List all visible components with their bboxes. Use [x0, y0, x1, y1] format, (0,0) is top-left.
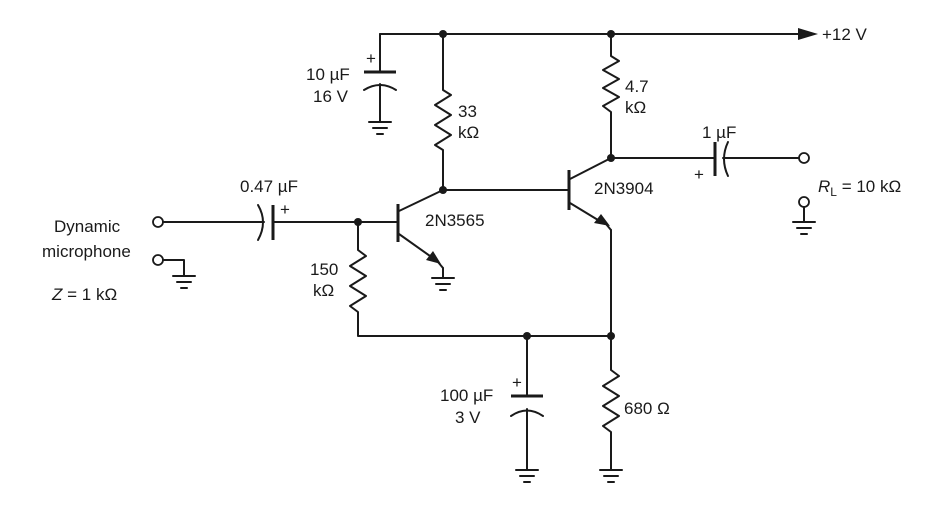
- c-input-value: 0.47 µF: [240, 177, 298, 196]
- c-output-polarity: +: [694, 165, 704, 184]
- load-resistance-label: RL = 10 kΩ: [818, 177, 901, 199]
- output-terminal-ground: [798, 196, 810, 208]
- capacitor-c-bypass: [510, 335, 544, 471]
- supply-rail: [379, 28, 818, 40]
- ground-symbol: [599, 469, 623, 483]
- c-supply-value: 10 µF: [306, 65, 350, 84]
- r-q1-collector-unit: kΩ: [458, 123, 479, 142]
- capacitor-c-supply: [363, 33, 397, 123]
- r-q1-collector-value: 33: [458, 102, 477, 121]
- c-supply-rating: 16 V: [313, 87, 349, 106]
- c-bypass-value: 100 µF: [440, 386, 493, 405]
- ground-symbol: [368, 121, 392, 135]
- c-bypass-polarity: +: [512, 373, 522, 392]
- input-impedance-label: Z = 1 kΩ: [51, 285, 117, 304]
- ground-symbol: [172, 275, 196, 289]
- q2-part-label: 2N3904: [594, 179, 654, 198]
- resistor-r-q2-collector: [602, 33, 620, 162]
- c-input-polarity: +: [280, 200, 290, 219]
- r-emitter-value: 680 Ω: [624, 399, 670, 418]
- r-q2-collector-unit: kΩ: [625, 98, 646, 117]
- transistor-q2: [567, 157, 615, 340]
- input-terminal-ground: [152, 254, 164, 266]
- ground-symbol: [431, 277, 455, 291]
- resistor-r-emitter: [602, 335, 620, 471]
- output-terminal-signal: [798, 152, 810, 164]
- resistor-r-q1-collector: [434, 33, 452, 194]
- c-supply-polarity: +: [366, 49, 376, 68]
- input-ground-wire: [162, 259, 185, 277]
- r-q2-collector-value: 4.7: [625, 77, 649, 96]
- input-terminal-signal: [152, 216, 164, 228]
- r-feedback-value: 150: [310, 260, 338, 279]
- q1-part-label: 2N3565: [425, 211, 485, 230]
- input-source-label: Dynamic: [54, 217, 121, 236]
- resistor-r-feedback: [349, 221, 612, 340]
- supply-arrow: [798, 28, 818, 40]
- supply-voltage-label: +12 V: [822, 25, 868, 44]
- c-output-value: 1 µF: [702, 123, 736, 142]
- capacitor-c-input: [162, 204, 362, 241]
- r-feedback-unit: kΩ: [313, 281, 334, 300]
- transistor-q1: [357, 189, 444, 279]
- c-bypass-rating: 3 V: [455, 408, 481, 427]
- ground-symbol: [515, 469, 539, 483]
- ground-symbol: [792, 221, 816, 235]
- input-source-label-2: microphone: [42, 242, 131, 261]
- capacitor-c-output: [610, 141, 801, 177]
